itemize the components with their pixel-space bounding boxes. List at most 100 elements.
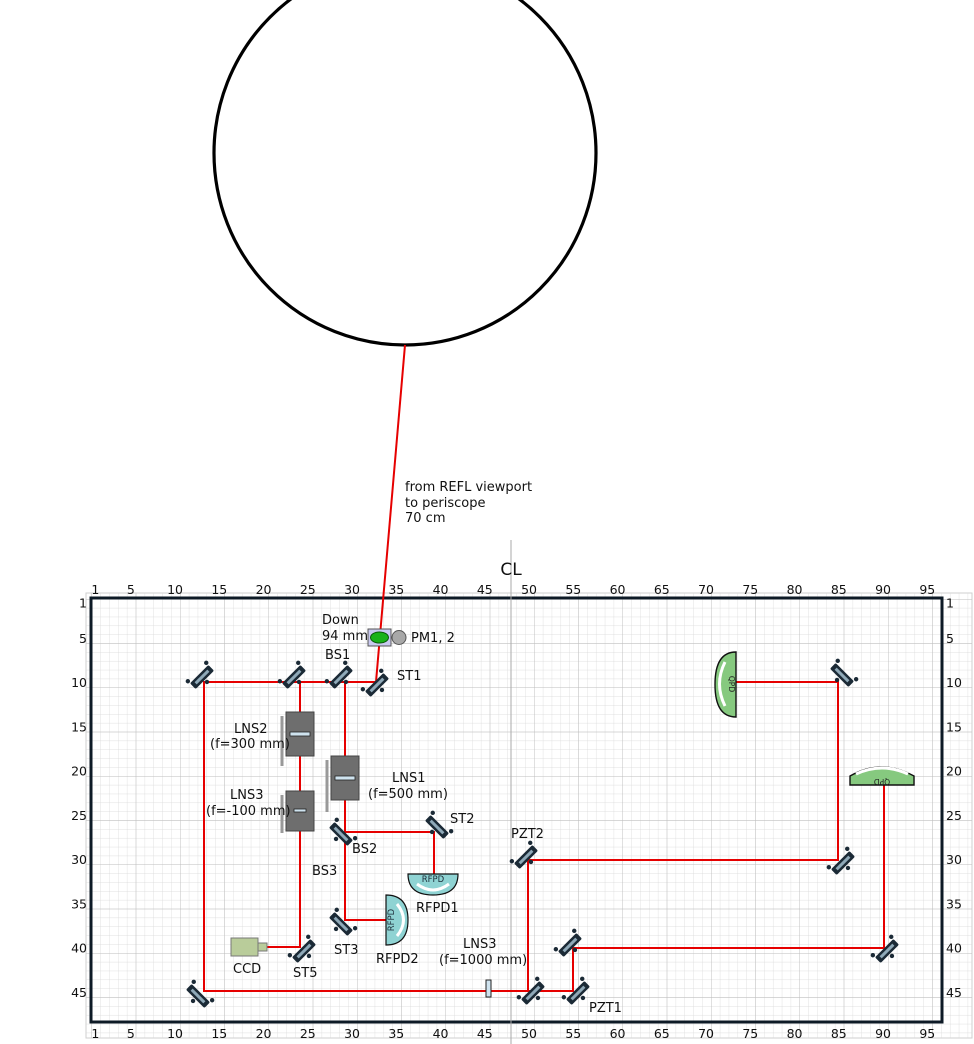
row-tick-left: 15	[71, 719, 87, 734]
col-tick-bottom: 85	[831, 1026, 847, 1041]
col-tick-bottom: 55	[565, 1026, 581, 1041]
row-tick-left: 45	[71, 985, 87, 1000]
col-tick-bottom: 25	[300, 1026, 316, 1041]
down-label-line1: Down	[322, 613, 359, 628]
col-tick-top: 25	[300, 582, 316, 597]
mirror-st2	[425, 810, 454, 839]
pzt2-label: PZT2	[511, 827, 544, 842]
power-meter	[367, 628, 407, 647]
ccd-camera	[230, 937, 268, 957]
row-tick-left: 40	[71, 941, 87, 956]
row-tick-left: 5	[79, 631, 87, 646]
rfpd2-inner-label: RFPD	[387, 908, 397, 931]
beam-lns-branch	[259, 682, 301, 948]
col-tick-top: 15	[211, 582, 227, 597]
mirror-bs2	[329, 817, 358, 846]
col-tick-top: 90	[875, 582, 891, 597]
mirror-st3	[329, 907, 358, 936]
mirror-lns3b-mount	[516, 976, 545, 1005]
col-tick-top: 75	[742, 582, 758, 597]
row-tick-left: 25	[71, 808, 87, 823]
viewport-note-line3: 70 cm	[405, 511, 446, 526]
mirror-st5	[287, 934, 316, 963]
row-tick-left: 30	[71, 852, 87, 867]
row-tick-right: 15	[946, 719, 962, 734]
viewport-note-line1: from REFL viewport	[405, 480, 532, 495]
bs3-label: BS3	[312, 864, 337, 879]
col-tick-bottom: 45	[477, 1026, 493, 1041]
rfpd1-label: RFPD1	[416, 901, 459, 916]
lns1-label-line2: (f=500 mm)	[368, 787, 448, 802]
mirror-pzt2	[509, 840, 538, 869]
lns2-label-line2: (f=300 mm)	[210, 737, 290, 752]
lens-lns3-a	[280, 790, 315, 833]
col-tick-top: 20	[256, 582, 272, 597]
lens-lns3-b	[485, 979, 492, 998]
annotations: from REFL viewport to periscope 70 cm Do…	[206, 480, 622, 1016]
st1-label: ST1	[397, 669, 421, 684]
col-tick-bottom: 40	[433, 1026, 449, 1041]
mirror-bottom-left	[186, 979, 215, 1008]
qpd-b-detector: QPD	[849, 766, 915, 786]
col-tick-bottom: 80	[787, 1026, 803, 1041]
col-tick-top: 1	[91, 582, 99, 597]
row-tick-right: 25	[946, 808, 962, 823]
col-tick-top: 70	[698, 582, 714, 597]
qpd-a-detector: QPD	[714, 651, 737, 718]
row-tick-right: 40	[946, 941, 962, 956]
rfpd2-detector: RFPD	[385, 894, 409, 946]
mirror-top-left	[185, 660, 214, 689]
mirror-top-2	[277, 660, 306, 689]
row-tick-right: 10	[946, 675, 962, 690]
viewport-circle	[212, 0, 598, 347]
col-tick-top: 40	[433, 582, 449, 597]
mirror-mid-right	[826, 846, 855, 875]
rfpd1-detector: RFPD	[407, 873, 459, 896]
mirrors	[185, 658, 899, 1008]
row-tick-left: 10	[71, 675, 87, 690]
pm-label: PM1, 2	[411, 631, 455, 646]
beam-main-loop	[203, 681, 839, 992]
col-tick-top: 95	[919, 582, 935, 597]
lns3a-label-line2: (f=-100 mm)	[206, 804, 291, 819]
mirror-mid-55	[553, 928, 582, 957]
col-tick-bottom: 65	[654, 1026, 670, 1041]
centerline-label: CL	[500, 560, 522, 580]
bs2-label: BS2	[352, 842, 377, 857]
col-tick-bottom: 60	[610, 1026, 626, 1041]
lens-lns1	[325, 755, 360, 812]
viewport-note-line2: to periscope	[405, 496, 486, 511]
qpd-b-label: QPD	[874, 777, 890, 786]
col-tick-bottom: 1	[91, 1026, 99, 1041]
col-tick-top: 10	[167, 582, 183, 597]
mirror-right-40	[870, 934, 899, 963]
mirror-pzt1	[561, 976, 590, 1005]
tick-labels: 1155101015152020252530303535404045455050…	[71, 582, 962, 1041]
down-label-line2: 94 mm	[322, 629, 368, 644]
row-tick-left: 20	[71, 764, 87, 779]
col-tick-bottom: 15	[211, 1026, 227, 1041]
col-tick-top: 30	[344, 582, 360, 597]
mirror-st1	[360, 668, 389, 697]
lns3b-label-line1: LNS3	[463, 937, 497, 952]
row-tick-left: 1	[79, 596, 87, 611]
optical-board	[89, 596, 944, 1024]
lns1-label-line1: LNS1	[392, 771, 426, 786]
pm-green-indicator	[370, 631, 389, 644]
beam-viewport	[375, 344, 406, 683]
col-tick-top: 80	[787, 582, 803, 597]
row-tick-right: 5	[946, 631, 954, 646]
bs1-label: BS1	[325, 648, 350, 663]
st2-label: ST2	[450, 812, 474, 827]
col-tick-bottom: 70	[698, 1026, 714, 1041]
row-tick-left: 35	[71, 896, 87, 911]
col-tick-top: 60	[610, 582, 626, 597]
rfpd2-label: RFPD2	[376, 952, 419, 967]
col-tick-top: 55	[565, 582, 581, 597]
st3-label: ST3	[334, 943, 358, 958]
col-tick-top: 5	[127, 582, 135, 597]
lens-lns2	[280, 711, 315, 766]
st5-label: ST5	[293, 966, 317, 981]
lns2-label-line1: LNS2	[234, 722, 268, 737]
